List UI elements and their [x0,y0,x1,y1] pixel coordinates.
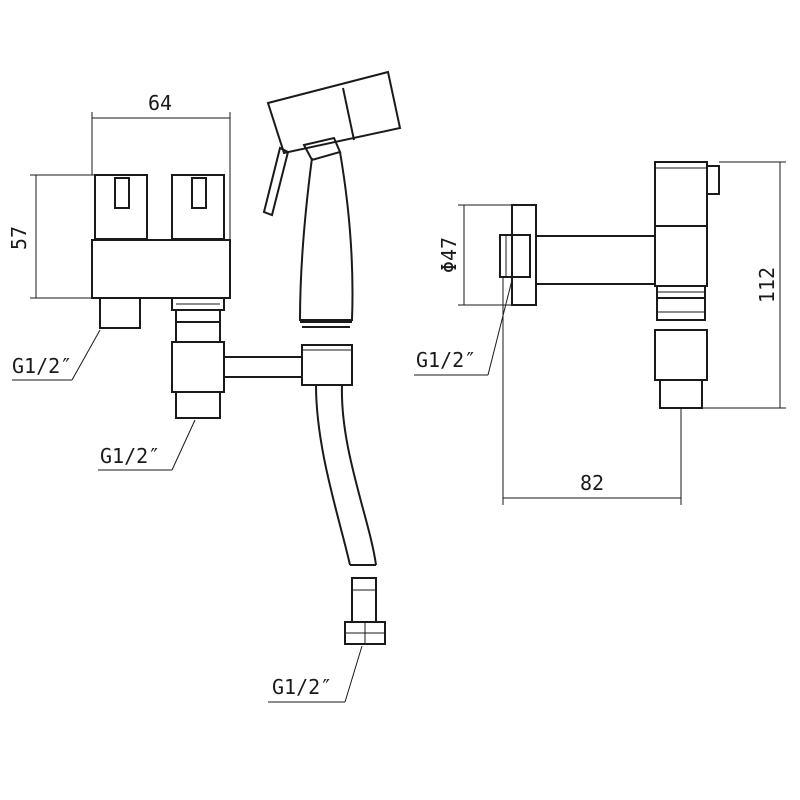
leader-left-top: G1/2″ [12,329,101,381]
dimension-depth-bottom: 82 [502,277,682,505]
thread-label-left-bottom: G1/2″ [100,444,160,468]
dim-diameter-label: Φ47 [437,237,461,273]
dim-64-label: 64 [148,91,172,115]
thread-label-left-top: G1/2″ [12,354,72,378]
side-view [499,161,720,409]
dimension-width-top: 64 [91,91,231,240]
dim-112-label: 112 [755,267,779,303]
leader-hose-end: G1/2″ [268,645,363,703]
dimension-height-right: 112 [702,161,786,409]
leader-right: G1/2″ [414,279,513,376]
dim-82-label: 82 [580,471,604,495]
thread-label-hose-end: G1/2″ [272,675,332,699]
hose [315,384,386,645]
dimension-height-left: 57 [7,174,95,299]
valve-body-front [91,174,302,419]
dim-57-label: 57 [7,226,31,250]
thread-label-right: G1/2″ [416,348,476,372]
leader-left-bottom: G1/2″ [98,419,196,471]
sprayer-head [262,70,402,386]
